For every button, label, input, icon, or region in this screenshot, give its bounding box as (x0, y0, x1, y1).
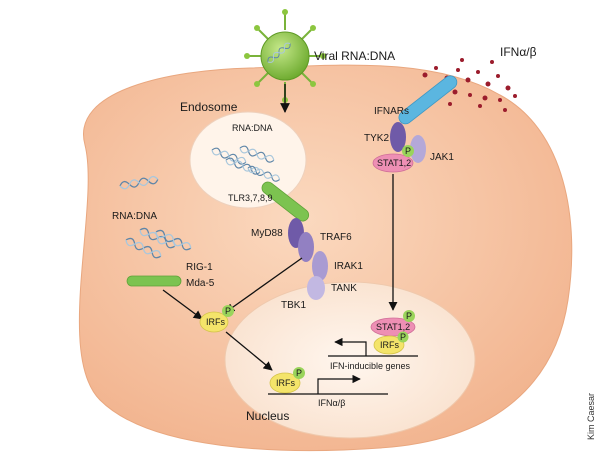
ifn-genes-label: IFN-inducible genes (330, 361, 411, 371)
endosome-rnadna-label: RNA:DNA (232, 123, 273, 133)
ifnars-label: IFNARs (374, 106, 409, 117)
transcription-arrow-left (317, 374, 361, 394)
stat-receptor-label: STAT1,2 (377, 158, 411, 168)
ifn-gene-label: IFNα/β (318, 398, 345, 408)
nucleus (224, 281, 476, 439)
irfs-cytosol (199, 311, 229, 333)
tyk2-label: TYK2 (364, 133, 389, 144)
arrow-irfs-nucleus (225, 331, 273, 371)
traf6-protein (298, 232, 314, 262)
nucleus-label: Nucleus (246, 409, 289, 423)
irfs-nucleus-right-label: IRFs (380, 340, 399, 350)
credit-label: Kim Caesar (586, 393, 596, 440)
irfs-nucleus-left-label: IRFs (276, 378, 295, 388)
stat-receptor (372, 153, 414, 173)
ifn-label: IFNα/β (500, 45, 537, 59)
rig1-mda5-receptor (126, 275, 182, 287)
rig1-label: RIG-1 (186, 262, 213, 273)
irak1-protein (312, 251, 328, 281)
transcription-arrow-right (334, 337, 367, 356)
p-stat-nucleus (403, 310, 415, 322)
irfs-nucleus-left (269, 372, 301, 394)
p-stat-receptor (402, 145, 414, 157)
ifnar-receptor (398, 75, 458, 125)
p-stat-receptor-label: P (405, 146, 411, 156)
p-irfs-cytosol-label: P (225, 306, 231, 316)
jak1-protein (410, 135, 426, 163)
tank-label: TANK (331, 283, 357, 294)
tlr-receptor (261, 181, 310, 222)
tank-protein (307, 276, 325, 300)
traf6-label: TRAF6 (320, 232, 352, 243)
irfs-nucleus-right (373, 335, 405, 355)
p-irfs-nucleus-left (293, 367, 305, 379)
p-irfs-nucleus-right-label: P (400, 332, 406, 342)
viral-label: Viral RNA:DNA (314, 49, 395, 63)
p-irfs-nucleus-right (397, 331, 409, 343)
stat-nucleus-label: STAT1,2 (376, 322, 410, 332)
endosome-label: Endosome (180, 100, 238, 114)
p-irfs-cytosol (222, 305, 234, 317)
irak1-label: IRAK1 (334, 261, 363, 272)
endosome (189, 111, 307, 209)
irfs-cytosol-label: IRFs (206, 317, 225, 327)
tbk1-label: TBK1 (281, 300, 306, 311)
cytosol-rnadna-label: RNA:DNA (112, 211, 157, 222)
p-irfs-nucleus-left-label: P (296, 368, 302, 378)
jak1-label: JAK1 (430, 152, 454, 163)
tlr-label: TLR3,7,8,9 (228, 193, 273, 203)
tyk2-protein (390, 122, 406, 152)
myd88-label: MyD88 (251, 228, 283, 239)
virus (244, 9, 326, 103)
mda5-label: Mda-5 (186, 278, 215, 289)
p-stat-nucleus-label: P (406, 311, 412, 321)
arrow-rig1-irfs (162, 289, 203, 320)
arrow-traf6-irfs (225, 257, 303, 313)
ifn-ligands (422, 58, 517, 112)
